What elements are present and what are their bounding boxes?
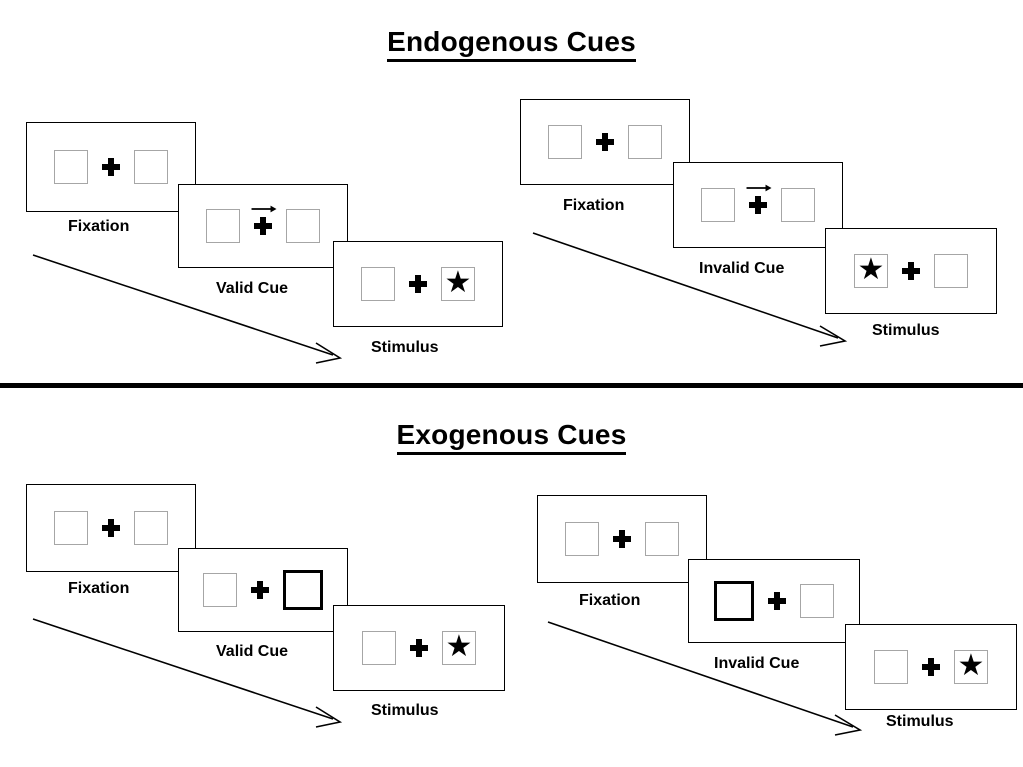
- frame-inner: [565, 522, 679, 556]
- placeholder-box-left-cued: [714, 581, 754, 621]
- stage-label-stimulus: Stimulus: [371, 339, 439, 356]
- trial-frame-valid-cue: [178, 548, 348, 632]
- placeholder-box-left-target: ★: [854, 254, 888, 288]
- time-flow-arrow-endogenous-valid: [32, 254, 343, 364]
- section-title-exogenous-text: Exogenous Cues: [396, 419, 627, 455]
- stage-label-valid-cue: Valid Cue: [216, 643, 289, 660]
- fixation-cross-icon: [251, 205, 277, 235]
- frame-inner: [203, 570, 323, 610]
- star-target-icon: ★: [444, 266, 472, 299]
- section-title-endogenous-text: Endogenous Cues: [387, 26, 636, 62]
- stage-label-stimulus: Stimulus: [886, 713, 954, 730]
- placeholder-box-left: [361, 267, 395, 301]
- trial-frame-stimulus: ★: [845, 624, 1017, 710]
- fixation-cross-icon: [596, 133, 614, 151]
- stage-label-stimulus: Stimulus: [872, 322, 940, 339]
- star-target-icon: ★: [445, 630, 473, 663]
- trial-frame-fixation: [26, 484, 196, 572]
- trial-frame-fixation: [26, 122, 196, 212]
- placeholder-box-left: [565, 522, 599, 556]
- placeholder-box-left: [701, 188, 735, 222]
- fixation-cross-icon: [251, 581, 269, 599]
- placeholder-box-right: [800, 584, 834, 618]
- trial-frame-valid-cue: [178, 184, 348, 268]
- trial-frame-stimulus: ★: [333, 241, 503, 327]
- placeholder-box-left: [203, 573, 237, 607]
- fixation-cross-icon: [102, 158, 120, 176]
- stage-label-invalid-cue: Invalid Cue: [699, 260, 785, 277]
- time-flow-arrow-exogenous-invalid: [547, 621, 863, 736]
- trial-frame-stimulus: ★: [825, 228, 997, 314]
- frame-inner: [54, 150, 168, 184]
- fixation-cross-icon: [409, 275, 427, 293]
- stage-label-fixation: Fixation: [579, 592, 641, 609]
- stage-label-fixation: Fixation: [68, 218, 130, 235]
- frame-inner: ★: [874, 650, 988, 684]
- placeholder-box-right: [934, 254, 968, 288]
- stage-label-valid-cue: Valid Cue: [216, 280, 289, 297]
- trial-frame-fixation: [520, 99, 690, 185]
- placeholder-box-right: [134, 150, 168, 184]
- placeholder-box-right-cued: [283, 570, 323, 610]
- placeholder-box-right: [286, 209, 320, 243]
- fixation-cross-icon: [768, 592, 786, 610]
- trial-frame-invalid-cue: [688, 559, 860, 643]
- placeholder-box-left: [206, 209, 240, 243]
- frame-inner: [714, 581, 834, 621]
- frame-inner: [54, 511, 168, 545]
- placeholder-box-left: [54, 511, 88, 545]
- stage-label-fixation: Fixation: [563, 197, 625, 214]
- frame-inner: ★: [854, 254, 968, 288]
- section-title-endogenous: Endogenous Cues: [0, 26, 1023, 62]
- star-target-icon: ★: [857, 253, 885, 286]
- star-target-icon: ★: [957, 649, 985, 682]
- placeholder-box-right: [628, 125, 662, 159]
- placeholder-box-left: [362, 631, 396, 665]
- frame-inner: [548, 125, 662, 159]
- placeholder-box-left: [548, 125, 582, 159]
- time-flow-arrow-endogenous-invalid: [532, 232, 848, 347]
- placeholder-box-left: [54, 150, 88, 184]
- trial-frame-fixation: [537, 495, 707, 583]
- fixation-cross-icon: [613, 530, 631, 548]
- placeholder-box-right-target: ★: [442, 631, 476, 665]
- stage-label-stimulus: Stimulus: [371, 702, 439, 719]
- placeholder-box-right-target: ★: [954, 650, 988, 684]
- frame-inner: [701, 184, 815, 222]
- section-title-exogenous: Exogenous Cues: [0, 419, 1023, 455]
- frame-inner: ★: [362, 631, 476, 665]
- frame-inner: ★: [361, 267, 475, 301]
- stage-label-fixation: Fixation: [68, 580, 130, 597]
- fixation-cross-icon: [102, 519, 120, 537]
- frame-inner: [206, 205, 320, 243]
- placeholder-box-right: [781, 188, 815, 222]
- fixation-cross-icon: [922, 658, 940, 676]
- trial-frame-stimulus: ★: [333, 605, 505, 691]
- placeholder-box-left: [874, 650, 908, 684]
- placeholder-box-right: [645, 522, 679, 556]
- fixation-cross-icon: [410, 639, 428, 657]
- placeholder-box-right: [134, 511, 168, 545]
- time-flow-arrow-exogenous-valid: [32, 618, 343, 728]
- arrow-right-cue-icon: [251, 205, 277, 213]
- stage-label-invalid-cue: Invalid Cue: [714, 655, 800, 672]
- fixation-cross-icon: [902, 262, 920, 280]
- trial-frame-invalid-cue: [673, 162, 843, 248]
- section-divider: [0, 383, 1023, 388]
- placeholder-box-right-target: ★: [441, 267, 475, 301]
- arrow-right-cue-icon: [746, 184, 772, 192]
- fixation-cross-icon: [746, 184, 772, 214]
